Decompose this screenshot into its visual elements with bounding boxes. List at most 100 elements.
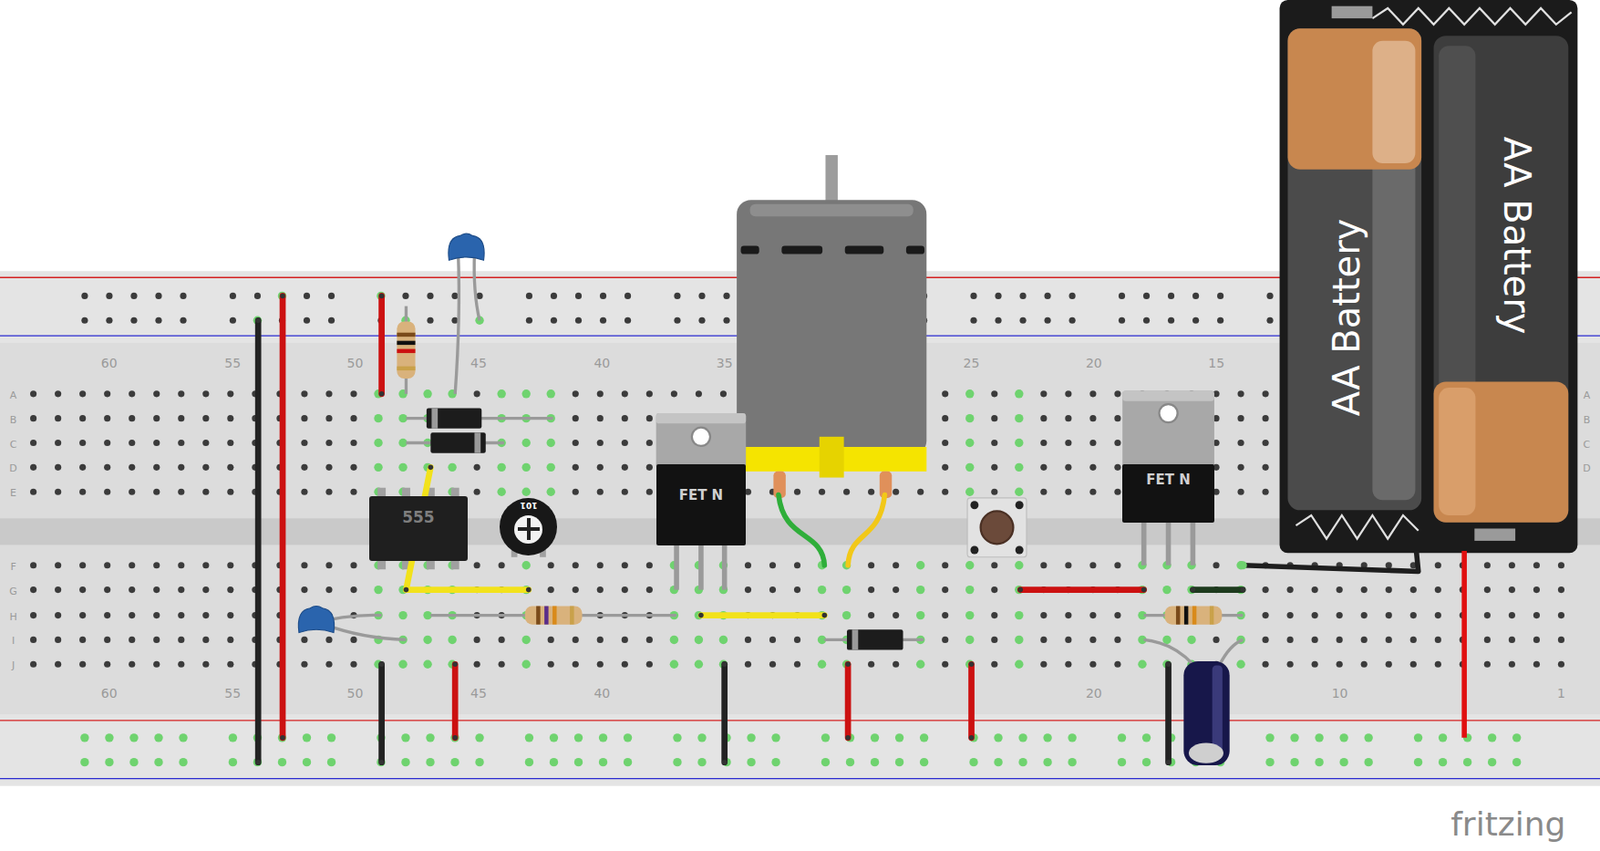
breadboard-hole	[670, 635, 679, 644]
breadboard-hole	[325, 636, 332, 643]
jumper-wire	[701, 611, 825, 619]
breadboard-hole	[30, 390, 37, 397]
breadboard-hole	[128, 586, 135, 593]
rail-hole	[673, 317, 681, 324]
wire-end	[452, 734, 458, 741]
breadboard-hole	[398, 463, 407, 472]
rail-hole	[1118, 317, 1126, 324]
breadboard-hole	[1533, 561, 1540, 568]
row-letter: A	[10, 389, 18, 402]
label-holder: 15	[1207, 355, 1225, 371]
resistor-symbol	[525, 606, 583, 625]
breadboard-hole	[621, 390, 629, 397]
battery-positive-band	[1434, 381, 1570, 522]
breadboard-hole	[474, 660, 481, 668]
breadboard-hole	[1262, 439, 1270, 446]
fet-leg	[1190, 517, 1197, 565]
rail-hole	[550, 292, 558, 300]
resistor-band	[544, 606, 548, 625]
rail-hole	[574, 757, 583, 766]
ic-chip: 555	[369, 495, 467, 562]
column-number: 35	[716, 355, 733, 371]
rail-hole	[550, 317, 558, 324]
rail-hole	[895, 757, 904, 766]
rail-hole	[574, 732, 583, 742]
breadboard-hole	[794, 586, 801, 593]
rail-hole	[722, 292, 730, 300]
breadboard-hole	[128, 464, 135, 471]
resistor-symbol	[396, 320, 415, 379]
rail-hole	[327, 757, 336, 766]
breadboard-hole	[1361, 636, 1368, 643]
battery-shine	[1438, 387, 1476, 516]
resistor-symbol	[1165, 606, 1223, 625]
breadboard-hole	[79, 561, 86, 568]
breadboard-hole	[30, 439, 37, 446]
breadboard-hole	[54, 636, 62, 643]
pushbutton	[967, 497, 1027, 558]
breadboard-hole	[1064, 488, 1072, 496]
rail-hole	[672, 732, 682, 742]
breadboard-hole	[547, 636, 555, 643]
wire-end	[255, 759, 261, 765]
breadboard-hole	[177, 586, 185, 593]
fet-hole	[691, 427, 711, 446]
row-letter: D	[1582, 462, 1590, 475]
rail-hole	[599, 292, 607, 300]
breadboard-hole	[1361, 586, 1368, 593]
wire-end	[255, 317, 261, 323]
rail-hole	[1438, 732, 1447, 742]
row-letter: C	[10, 438, 18, 451]
breadboard-hole	[177, 390, 185, 397]
label-holder: 60	[101, 685, 118, 701]
rail-hole	[1414, 732, 1423, 742]
rail-hole	[698, 317, 705, 324]
rail-hole	[970, 317, 977, 324]
breadboard-hole	[1484, 561, 1491, 568]
rail-hole	[1117, 757, 1126, 766]
breadboard-hole	[1089, 390, 1096, 397]
breadboard-hole	[1089, 611, 1096, 619]
rail-hole	[895, 732, 904, 742]
rail-hole	[1117, 732, 1126, 742]
pushbutton-corner	[970, 500, 979, 509]
diode-body	[426, 407, 482, 428]
breadboard-hole	[1064, 390, 1072, 397]
breadboard-hole	[128, 414, 135, 422]
rail-hole	[722, 317, 730, 324]
rail-hole	[1069, 292, 1076, 300]
breadboard-hole	[1262, 660, 1270, 668]
rail-hole	[771, 757, 780, 766]
breadboard-hole	[1114, 439, 1121, 446]
capacitor-stripe	[1212, 664, 1223, 757]
breadboard-hole	[202, 586, 209, 593]
breadboard-hole	[79, 636, 86, 643]
breadboard-hole	[1089, 561, 1096, 568]
jumper-wire	[452, 663, 459, 738]
breadboard-hole	[202, 414, 209, 422]
wire-end	[969, 734, 975, 741]
jumper-wire	[845, 663, 852, 738]
row-letter: D	[9, 462, 17, 475]
breadboard-hole	[350, 561, 357, 568]
rail-hole	[1142, 732, 1151, 742]
battery-wire	[1242, 550, 1419, 571]
breadboard-hole	[474, 561, 481, 568]
breadboard-hole	[1114, 390, 1121, 397]
breadboard-hole	[941, 439, 949, 446]
breadboard-hole	[1484, 636, 1491, 643]
capacitor-lead	[1219, 639, 1244, 665]
rail-hole	[624, 317, 631, 324]
breadboard-hole	[227, 488, 234, 496]
breadboard-hole	[128, 660, 135, 668]
rail-hole	[450, 757, 459, 766]
breadboard-hole	[325, 586, 332, 593]
capacitor-bottom	[1188, 742, 1224, 763]
breadboard-hole	[153, 660, 160, 668]
breadboard-hole	[79, 611, 86, 619]
rail-hole	[254, 292, 261, 300]
rail-hole	[746, 757, 755, 766]
breadboard-hole	[621, 660, 629, 668]
rail-hole	[525, 732, 534, 742]
rail-hole	[993, 757, 1002, 766]
